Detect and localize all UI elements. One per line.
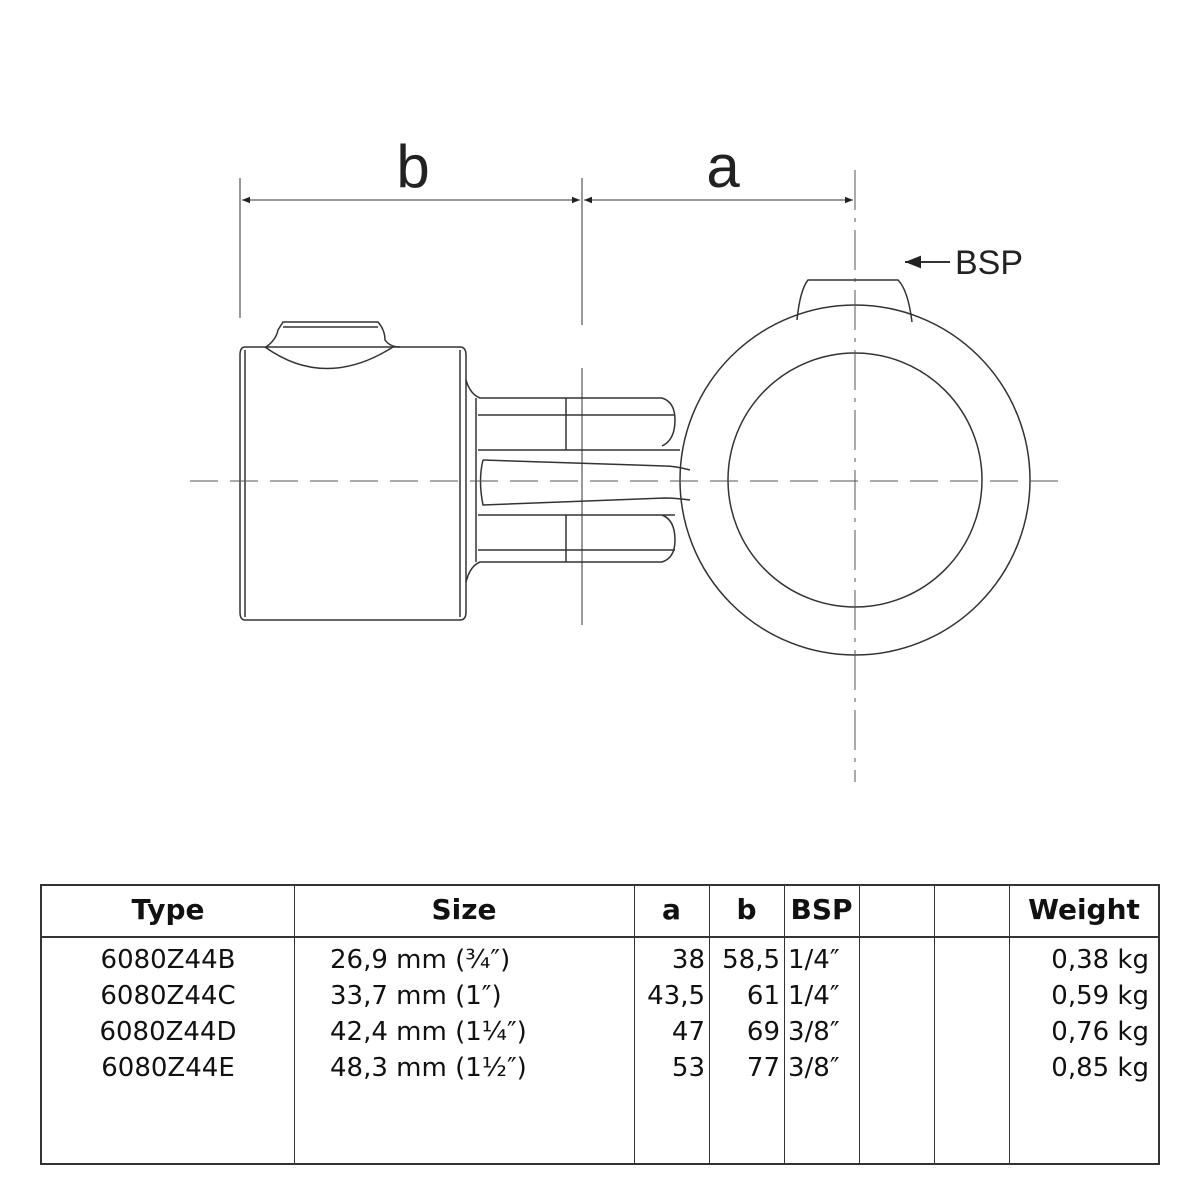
cell-bsp: 3/8″ (788, 1017, 840, 1047)
header-size: Size (431, 893, 497, 926)
cell-weight: 0,76 kg (1051, 1017, 1149, 1047)
cell-type: 6080Z44E (101, 1053, 235, 1083)
header-a: a (662, 893, 681, 926)
clamp-body-side-view (239, 321, 467, 621)
cell-bsp: 3/8″ (788, 1053, 840, 1083)
specification-table: Type Size a b BSP Weight 6080Z44B 26,9 mm… (40, 884, 1160, 1165)
cell-b: 77 (746, 1053, 780, 1083)
cell-a: 43,5 (647, 981, 705, 1011)
cell-weight: 0,38 kg (1051, 945, 1149, 975)
cell-size: 26,9 mm (¾″) (330, 945, 511, 975)
cell-a: 47 (671, 1017, 705, 1047)
cell-b: 61 (746, 981, 780, 1011)
cell-bsp: 1/4″ (788, 945, 840, 975)
dimension-label-b: b (396, 133, 429, 200)
cell-size: 48,3 mm (1½″) (330, 1053, 527, 1083)
cell-b: 58,5 (722, 945, 780, 975)
bsp-label: BSP (955, 244, 1023, 282)
cell-b: 69 (746, 1017, 780, 1047)
cell-a: 53 (671, 1053, 705, 1083)
header-bsp: BSP (790, 893, 853, 926)
header-type: Type (131, 893, 205, 926)
cell-type: 6080Z44B (100, 945, 236, 975)
cell-a: 38 (671, 945, 705, 975)
header-weight: Weight (1028, 893, 1140, 926)
header-b: b (736, 893, 757, 926)
cell-type: 6080Z44C (100, 981, 236, 1011)
cell-size: 42,4 mm (1¼″) (330, 1017, 527, 1047)
cell-size: 33,7 mm (1″) (330, 981, 502, 1011)
cell-weight: 0,59 kg (1051, 981, 1149, 1011)
cell-weight: 0,85 kg (1051, 1053, 1149, 1083)
dimension-label-a: a (706, 133, 740, 200)
cell-bsp: 1/4″ (788, 981, 840, 1011)
cell-type: 6080Z44D (99, 1017, 237, 1047)
technical-drawing: b a BSP (190, 133, 1060, 782)
